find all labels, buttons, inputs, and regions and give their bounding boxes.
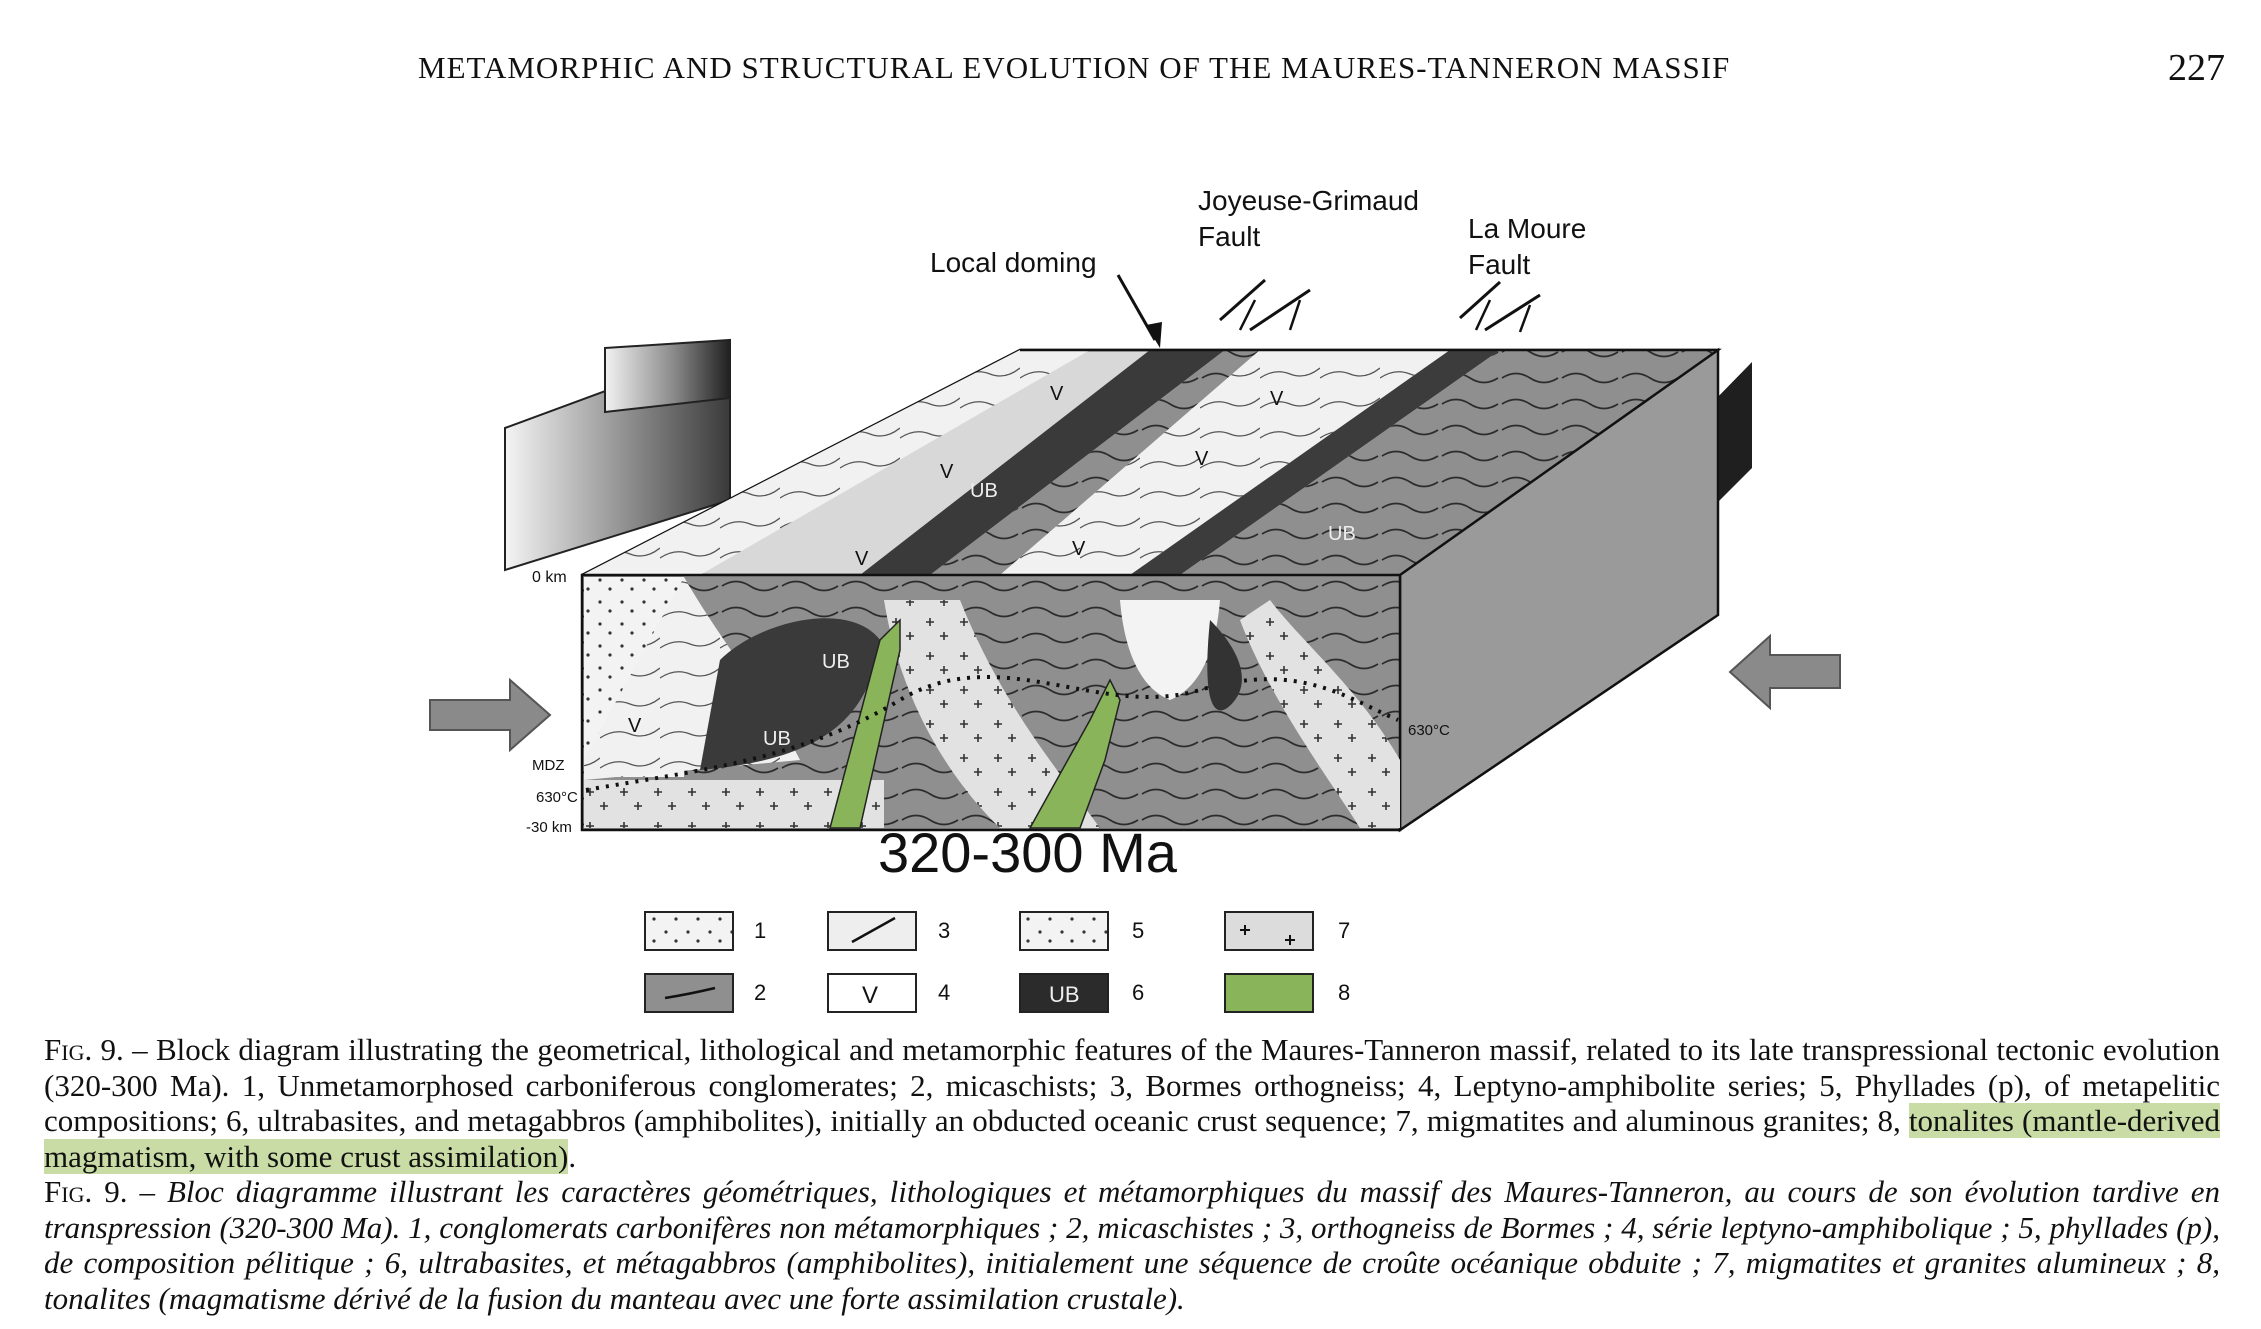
v-label: V	[940, 461, 954, 483]
legend-item-8: 8	[1225, 974, 1350, 1012]
caption-fig-label: Fig. 9.	[44, 1032, 124, 1067]
legend-number: 2	[754, 980, 766, 1005]
legend-number: 1	[754, 918, 766, 943]
local-doming-label: Local doming	[930, 247, 1097, 278]
lamoure-fault-label-line2: Fault	[1468, 249, 1530, 280]
legend-item-5: 5	[1020, 912, 1144, 950]
legend-item-4: V 4	[828, 974, 950, 1012]
v-label: V	[1072, 538, 1086, 560]
legend-number: 7	[1338, 918, 1350, 943]
caption-text-end: .	[568, 1139, 576, 1174]
caption-text-fr: – Bloc diagramme illustrant les caractèr…	[44, 1174, 2220, 1316]
v-label: V	[1195, 448, 1209, 470]
legend-symbol: V	[862, 982, 878, 1009]
legend-item-6: UB 6	[1020, 974, 1144, 1012]
v-label: V	[1050, 383, 1064, 405]
ub-label: UB	[1328, 523, 1356, 545]
temp-right-label: 630°C	[1408, 722, 1450, 739]
legend-number: 5	[1132, 918, 1144, 943]
legend-number: 6	[1132, 980, 1144, 1005]
ub-label: UB	[822, 651, 850, 673]
legend-item-1: 1	[645, 912, 766, 950]
depth-30km-label: -30 km	[526, 819, 572, 836]
temp-left-label: 630°C	[536, 789, 578, 806]
v-label: V	[628, 715, 642, 737]
depth-0km-label: 0 km	[532, 569, 567, 586]
caption-french: Fig. 9. – Bloc diagramme illustrant les …	[44, 1174, 2220, 1316]
joyeuse-fault-symbol	[1220, 280, 1310, 330]
figure-caption: Fig. 9. – Block diagram illustrating the…	[44, 1032, 2220, 1316]
legend-item-2: 2	[645, 974, 766, 1012]
caption-text: – Block diagram illustrating the geometr…	[44, 1032, 2220, 1138]
joyeuse-fault-label-line2: Fault	[1198, 221, 1260, 252]
caption-english: Fig. 9. – Block diagram illustrating the…	[44, 1032, 2220, 1174]
block-diagram-figure: Local doming Joyeuse-Grimaud Fault La Mo…	[0, 0, 2261, 1030]
block-front-face	[582, 575, 1400, 830]
age-label: 320-300 Ma	[878, 821, 1178, 884]
joyeuse-fault-label-line1: Joyeuse-Grimaud	[1198, 185, 1419, 216]
legend-item-7: 7	[1225, 912, 1350, 950]
local-doming-arrow	[1118, 275, 1162, 348]
legend: 1 2 3 V 4 5 UB 6 7	[645, 912, 1350, 1012]
ub-label: UB	[763, 728, 791, 750]
legend-number: 3	[938, 918, 950, 943]
legend-number: 8	[1338, 980, 1350, 1005]
compression-arrow-left	[430, 680, 550, 750]
v-label: V	[855, 548, 869, 570]
caption-fig-label-fr: Fig. 9.	[44, 1174, 127, 1209]
lamoure-fault-label-line1: La Moure	[1468, 213, 1586, 244]
compression-arrow-right	[1730, 636, 1840, 708]
lamoure-fault-symbol	[1460, 282, 1540, 332]
legend-number: 4	[938, 980, 950, 1005]
ub-label: UB	[970, 480, 998, 502]
v-label: V	[1270, 388, 1284, 410]
mdz-label: MDZ	[532, 757, 565, 774]
legend-symbol: UB	[1049, 982, 1080, 1007]
legend-item-3: 3	[828, 912, 950, 950]
